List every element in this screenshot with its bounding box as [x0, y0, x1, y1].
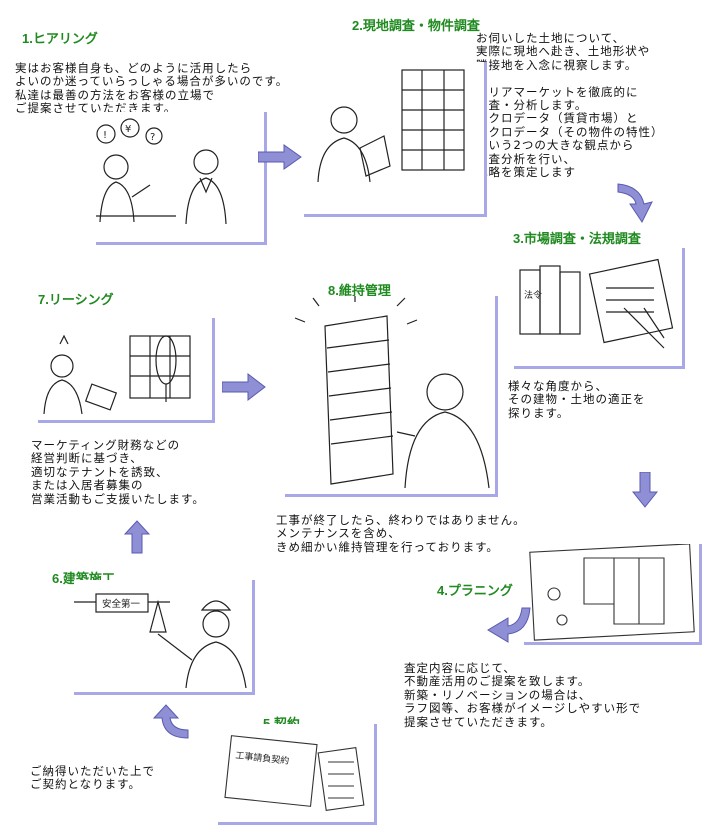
site-survey-illustration — [304, 62, 487, 217]
arrow-step5-to-step6 — [148, 704, 190, 746]
step-3-title: 3.市場調査・法規調査 — [513, 231, 641, 246]
market-research-illustration: 法令 — [514, 248, 685, 369]
arrow-step3-to-step4 — [632, 472, 658, 508]
step-4-description: 査定内容に応じて、 不動産活用のご提案を致します。 新築・リノベーションの場合は… — [404, 661, 642, 729]
step-8-title: 8.維持管理 — [328, 283, 391, 298]
contract-illustration: 工事請負契約 — [218, 724, 377, 825]
hearing-illustration: ! ¥ ? — [96, 112, 267, 245]
step-1-description: 実はお客様自身も、どのように活用したら よいのか迷っていらっしゃる場合が多いので… — [15, 61, 289, 116]
binder-label: 法令 — [524, 289, 542, 301]
bubble-exclaim: ! — [103, 130, 107, 141]
step-1-title: 1.ヒアリング — [22, 31, 98, 46]
step-7-title: 7.リーシング — [38, 292, 114, 307]
arrow-step7-to-step8 — [222, 373, 266, 401]
arrow-step4-to-step5 — [486, 606, 532, 646]
step-8-description: 工事が終了したら、終わりではありません。 メンテナンスを含め、 きめ細かい維持管… — [276, 513, 526, 554]
step-7-description: マーケティング財務などの 経営判断に基づき、 適切なテナントを誘致、 または入居… — [31, 438, 205, 506]
arrow-step1-to-step2 — [258, 144, 302, 170]
arrow-step6-to-step7 — [124, 520, 150, 554]
step-5-description: ご納得いただいた上で ご契約となります。 — [30, 764, 155, 792]
step-4-title: 4.プラニング — [437, 583, 513, 598]
step-2-description: お伺いした土地について、 実際に現地へ赴き、土地形状や 隣接地を入念に視察します… — [476, 31, 664, 180]
leasing-illustration — [38, 318, 215, 423]
safety-sign-text: 安全第一 — [102, 598, 141, 610]
contract-doc-label: 工事請負契約 — [235, 749, 290, 767]
arrow-step2-to-step3 — [616, 180, 662, 224]
step-2-title: 2.現地調査・物件調査 — [352, 18, 480, 33]
bubble-yen: ¥ — [125, 124, 131, 135]
bubble-question: ? — [150, 132, 155, 143]
planning-illustration — [524, 544, 702, 645]
maintenance-illustration — [285, 296, 498, 497]
step-3-description: 様々な角度から、 その建物・土地の適正を 探ります。 — [508, 379, 646, 420]
construction-illustration: 安全第一 — [74, 580, 255, 695]
